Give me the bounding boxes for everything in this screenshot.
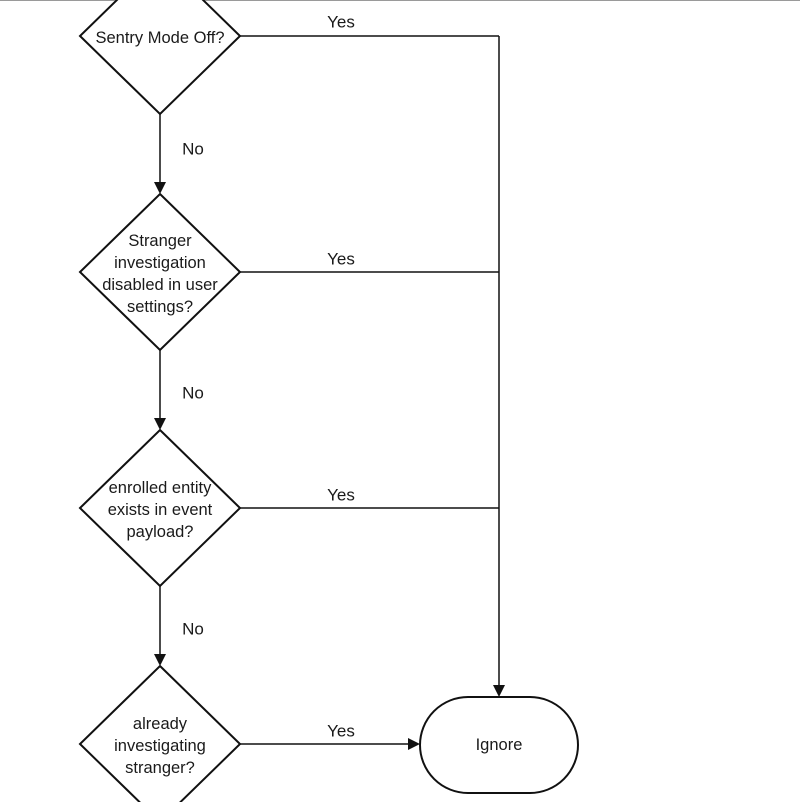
edge-label-no-2: No: [182, 383, 204, 403]
edge-label-yes-1: Yes: [327, 12, 355, 32]
edge-label-yes-3: Yes: [327, 485, 355, 505]
edge-label-no-1: No: [182, 139, 204, 159]
decision-text-sentry-mode: Sentry Mode Off?: [95, 27, 224, 49]
decision-line: disabled in user: [102, 276, 218, 294]
top-border: [0, 0, 800, 1]
edge-label-yes-4: Yes: [327, 721, 355, 741]
decision-line: enrolled entity: [108, 479, 212, 497]
edge-label-yes-2: Yes: [327, 249, 355, 269]
decision-shape-already-investigating: [78, 664, 242, 802]
decision-text-already-investigating: already investigating stranger?: [114, 713, 206, 779]
decision-line: Sentry Mode Off?: [95, 29, 225, 47]
decision-line: payload?: [126, 523, 194, 541]
edge-label-no-3: No: [182, 619, 204, 639]
decision-line: settings?: [126, 298, 194, 316]
decision-text-stranger-investigation: Stranger investigation disabled in user …: [102, 230, 218, 318]
decision-shape-sentry-mode: [78, 0, 242, 116]
decision-line: already: [132, 715, 188, 733]
decision-line: investigating: [114, 737, 206, 755]
decision-line: exists in event: [107, 501, 213, 519]
decision-line: Stranger: [128, 232, 192, 250]
decision-text-enrolled-entity: enrolled entity exists in event payload?: [108, 477, 213, 543]
terminal-text-ignore: Ignore: [475, 736, 523, 754]
decision-line: stranger?: [125, 759, 195, 777]
decision-line: investigation: [114, 254, 206, 272]
terminal-shape-ignore: [419, 696, 579, 794]
